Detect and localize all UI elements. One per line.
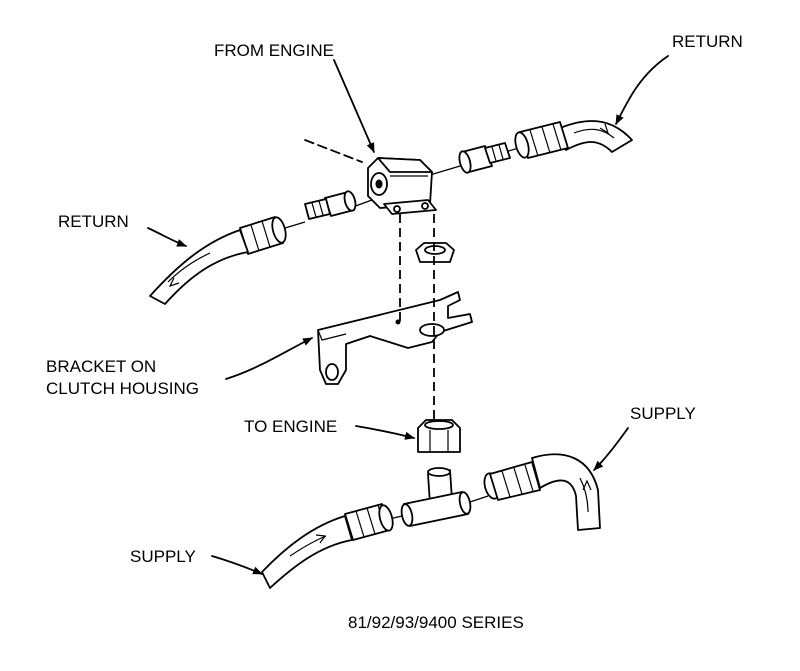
adapter-fitting-right bbox=[458, 142, 511, 174]
tee-block bbox=[367, 157, 437, 215]
label-to-engine: TO ENGINE bbox=[244, 417, 337, 436]
to-engine-fitting bbox=[417, 419, 461, 453]
to-engine-leader bbox=[355, 425, 415, 440]
label-return-right: RETURN bbox=[672, 32, 743, 51]
bracket-on-clutch-housing bbox=[317, 291, 473, 385]
label-from-engine: FROM ENGINE bbox=[214, 41, 334, 60]
supply-centerline-right bbox=[469, 495, 489, 503]
supply-hose-right bbox=[483, 453, 601, 531]
caption-series: 81/92/93/9400 SERIES bbox=[348, 613, 524, 632]
from-engine-leader bbox=[333, 59, 375, 153]
bracket-leader bbox=[225, 337, 313, 380]
label-supply-left: SUPPLY bbox=[130, 547, 196, 566]
return-hose-left bbox=[149, 216, 287, 305]
supply-hose-left bbox=[261, 503, 394, 589]
supply-left-leader bbox=[211, 555, 263, 575]
label-bracket-line1: BRACKET ON bbox=[46, 357, 156, 376]
return-left-leader bbox=[147, 227, 187, 247]
lock-nut bbox=[415, 242, 455, 263]
label-supply-right: SUPPLY bbox=[630, 404, 696, 423]
supply-right-leader bbox=[593, 427, 629, 471]
supply-tee bbox=[400, 467, 472, 527]
return-hose-right bbox=[514, 120, 633, 159]
label-bracket-line2: CLUTCH HOUSING bbox=[46, 379, 199, 398]
label-return-left: RETURN bbox=[58, 212, 129, 231]
return-right-leader bbox=[615, 55, 669, 125]
adapter-fitting-left bbox=[304, 190, 357, 220]
